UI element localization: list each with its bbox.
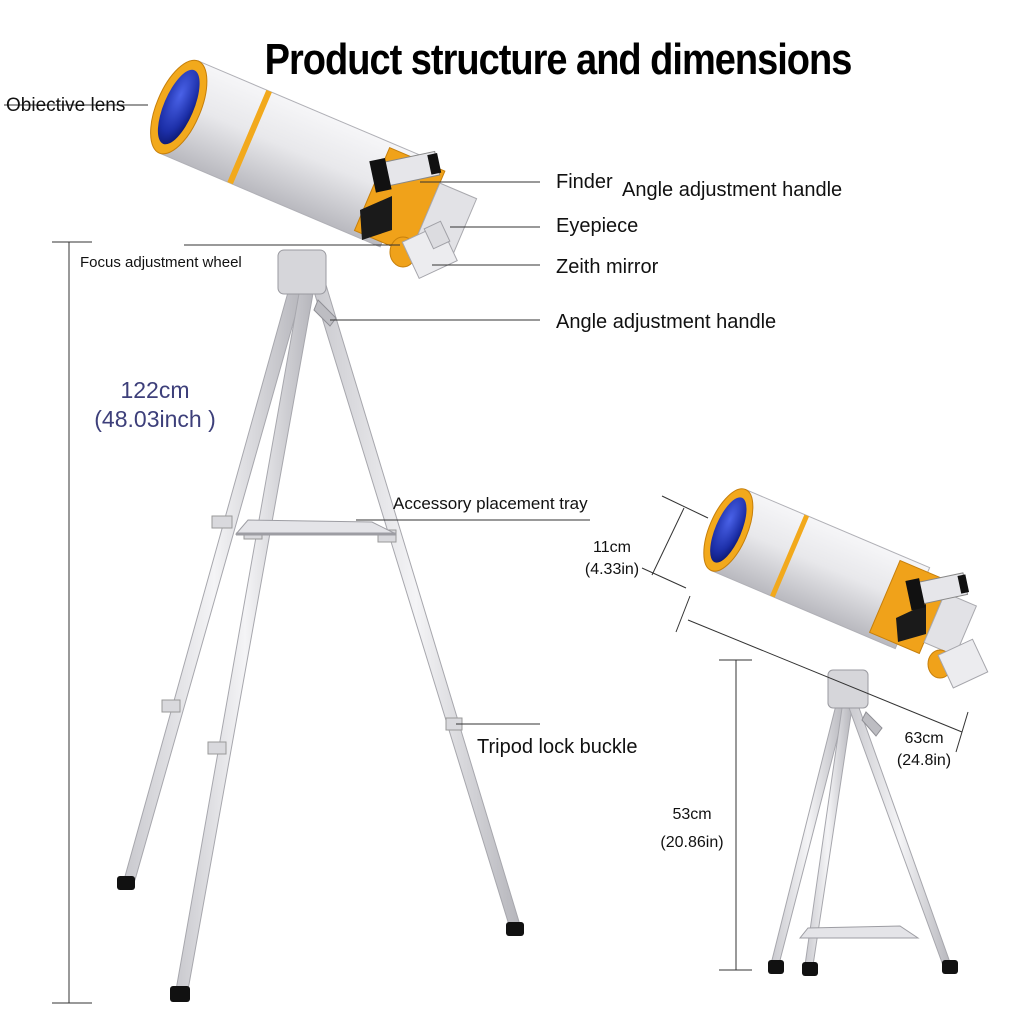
tube-length-cm: 63cm bbox=[904, 730, 944, 747]
tripod-foot bbox=[117, 876, 135, 890]
label-finder: Finder bbox=[556, 171, 613, 193]
tube-diameter-cm: 11cm bbox=[593, 539, 631, 556]
dimension-tube-length: 63cm (24.8in) bbox=[882, 728, 966, 773]
leg-clamp bbox=[161, 699, 181, 713]
label-angle-handle-top: Angle adjustment handle bbox=[622, 179, 843, 201]
label-angle-handle: Angle adjustment handle bbox=[556, 311, 777, 333]
finder-bracket bbox=[360, 196, 392, 240]
label-tripod-lock: Tripod lock buckle bbox=[477, 736, 638, 758]
height-short-in: (20.86in) bbox=[660, 834, 724, 852]
height-short-cm: 53cm bbox=[672, 806, 712, 823]
accessory-tray bbox=[798, 925, 920, 939]
telescope-tube bbox=[703, 488, 978, 657]
finder-scope bbox=[369, 150, 442, 193]
mount-head bbox=[827, 669, 869, 709]
tripod-foot bbox=[942, 960, 958, 974]
tripod-leg-right bbox=[311, 284, 521, 926]
label-focus-wheel: Focus adjustment wheel bbox=[80, 254, 242, 271]
eyepiece bbox=[423, 220, 451, 250]
label-eyepiece: Eyepiece bbox=[556, 215, 639, 237]
leader-lines bbox=[4, 104, 590, 725]
small-telescope bbox=[703, 488, 989, 976]
tube-length-in: (24.8in) bbox=[896, 752, 952, 770]
large-telescope bbox=[117, 59, 524, 1002]
height-full-cm: 122cm bbox=[120, 377, 190, 403]
label-zenith-mirror: Zeith mirror bbox=[556, 256, 659, 278]
label-objective-lens: Obiective lens bbox=[6, 95, 126, 116]
dimension-full-height: 122cm (48.03inch ) bbox=[80, 376, 230, 434]
accessory-tray bbox=[234, 519, 397, 535]
height-full-in: (48.03inch ) bbox=[94, 405, 216, 432]
mount-head bbox=[277, 249, 327, 295]
dimension-short-height: 53cm (20.86in) bbox=[644, 804, 740, 855]
page-title: Product structure and dimensions bbox=[264, 36, 853, 85]
dimension-lines bbox=[52, 241, 969, 1004]
tripod-foot bbox=[768, 960, 784, 974]
tripod-foot bbox=[802, 962, 818, 976]
tube-diameter-in: (4.33in) bbox=[584, 561, 640, 579]
objective-lens bbox=[710, 497, 747, 563]
tripod-foot bbox=[506, 922, 524, 936]
dimension-tube-diameter: 11cm (4.33in) bbox=[570, 537, 654, 582]
leg-clamp bbox=[211, 515, 233, 529]
label-accessory-tray: Accessory placement tray bbox=[393, 494, 588, 513]
tripod-foot bbox=[170, 986, 190, 1002]
objective-lens bbox=[157, 69, 200, 145]
leg-clamp bbox=[207, 741, 227, 755]
